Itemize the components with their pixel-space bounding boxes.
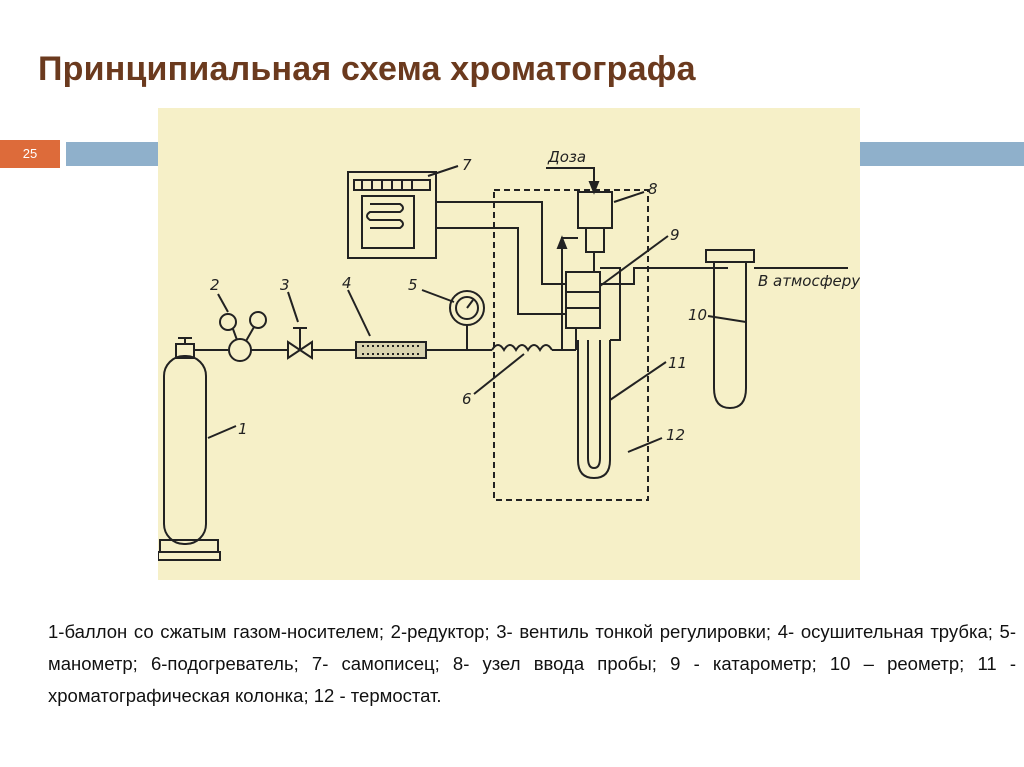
label-rheometer: 10 (688, 306, 707, 324)
recorder (347, 171, 437, 259)
header-band-left (66, 142, 160, 166)
label-valve: 3 (280, 276, 290, 294)
label-injector: 8 (648, 180, 658, 198)
manometer (449, 290, 485, 350)
scheme-background (158, 108, 860, 580)
rheometer (705, 249, 755, 410)
drying-tube (355, 341, 427, 359)
label-dose: Доза (547, 148, 586, 166)
slide-number: 25 (0, 140, 60, 168)
label-heater: 6 (462, 390, 472, 408)
reducer (219, 311, 267, 362)
gas-cylinder (158, 337, 221, 561)
label-manometer: 5 (408, 276, 418, 294)
label-atmosphere: В атмосферу (758, 272, 860, 290)
label-cylinder: 1 (238, 420, 248, 438)
label-thermostat: 12 (666, 426, 685, 444)
label-column: 11 (668, 354, 687, 372)
legend-caption: 1-баллон со сжатым газом-носителем; 2-ре… (48, 621, 1016, 706)
thermostat-box (493, 189, 649, 501)
fine-valve (287, 327, 313, 360)
heater-coil (491, 344, 553, 352)
label-reducer: 2 (210, 276, 220, 294)
label-catharometer: 9 (670, 226, 680, 244)
sample-injector (546, 167, 613, 272)
label-recorder: 7 (462, 156, 472, 174)
header-band-right (858, 142, 1024, 166)
slide-title: Принципиальная схема хроматографа (38, 50, 696, 88)
label-drying-tube: 4 (342, 274, 352, 292)
chromatograph-scheme: 1 2 3 4 5 6 7 8 9 10 11 12 Доза В атмосф… (158, 108, 860, 580)
catharometer (565, 271, 601, 329)
chromatographic-column (577, 340, 611, 480)
